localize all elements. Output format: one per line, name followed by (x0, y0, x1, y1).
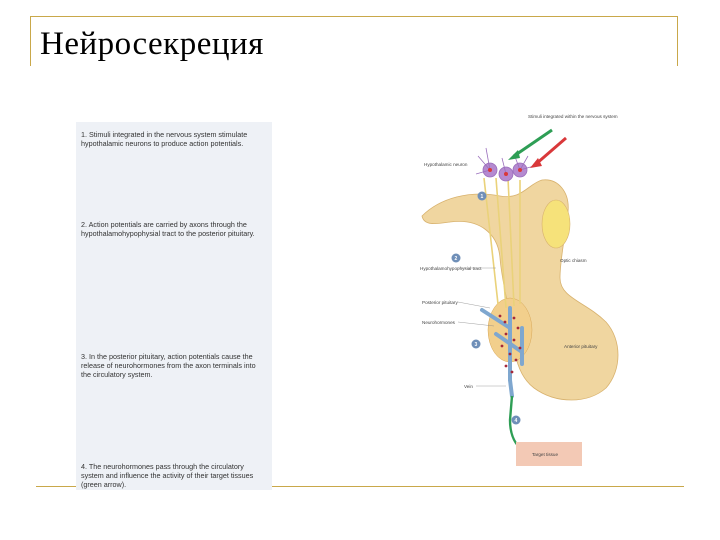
step-1-text: 1. Stimuli integrated in the nervous sys… (81, 130, 248, 148)
frame-top-border (30, 16, 678, 17)
green-stimulus-arrow (513, 128, 553, 158)
axon-tract (483, 177, 521, 309)
optic-chiasm (541, 199, 571, 249)
frame-right-border (677, 16, 678, 66)
badge-1: 1 (481, 194, 484, 200)
label-stimuli: Stimuli integrated within the nervous sy… (528, 114, 618, 119)
step-badges (451, 191, 521, 425)
label-vein: Vein (464, 384, 473, 389)
slide-title: Нейросекреция (40, 26, 264, 62)
neurohormone-dots (498, 314, 522, 374)
label-target-tissue: Target tissue (532, 452, 558, 457)
label-optic-chiasm: Optic chiasm (560, 258, 587, 263)
step-4-text: 4. The neurohormones pass through the ci… (81, 462, 254, 489)
bottom-line-left (36, 486, 76, 487)
neuron-nuclei (488, 168, 522, 176)
neurosecretion-diagram: 1 2 3 4 Stimuli integrated within the ne… (420, 114, 619, 466)
target-tissue-box (516, 442, 582, 466)
red-stimulus-arrow (535, 136, 567, 166)
label-tract: Hypothalamohypophysial tract (420, 266, 482, 271)
label-posterior-pituitary: Posterior pituitary (422, 300, 458, 305)
badge-2: 2 (455, 256, 458, 262)
steps-panel (76, 122, 272, 490)
hypothalamic-neurons (475, 147, 535, 182)
frame-left-border (30, 16, 31, 66)
step-3-text: 3. In the posterior pituitary, action po… (81, 352, 256, 379)
label-hypothalamic-neuron: Hypothalamic neuron (424, 162, 468, 167)
label-neurohormones: Neurohormones (422, 320, 456, 325)
leader-lines (457, 267, 506, 387)
step-2-text: 2. Action potentials are carried by axon… (81, 220, 255, 238)
bottom-line-right (272, 486, 684, 487)
badge-4: 4 (515, 418, 518, 424)
green-arrow-head (508, 150, 520, 160)
badge-3: 3 (475, 342, 478, 348)
label-anterior-pituitary: Anterior pituitary (564, 344, 598, 349)
blood-vessels (480, 306, 524, 398)
red-arrow-head (530, 158, 542, 168)
